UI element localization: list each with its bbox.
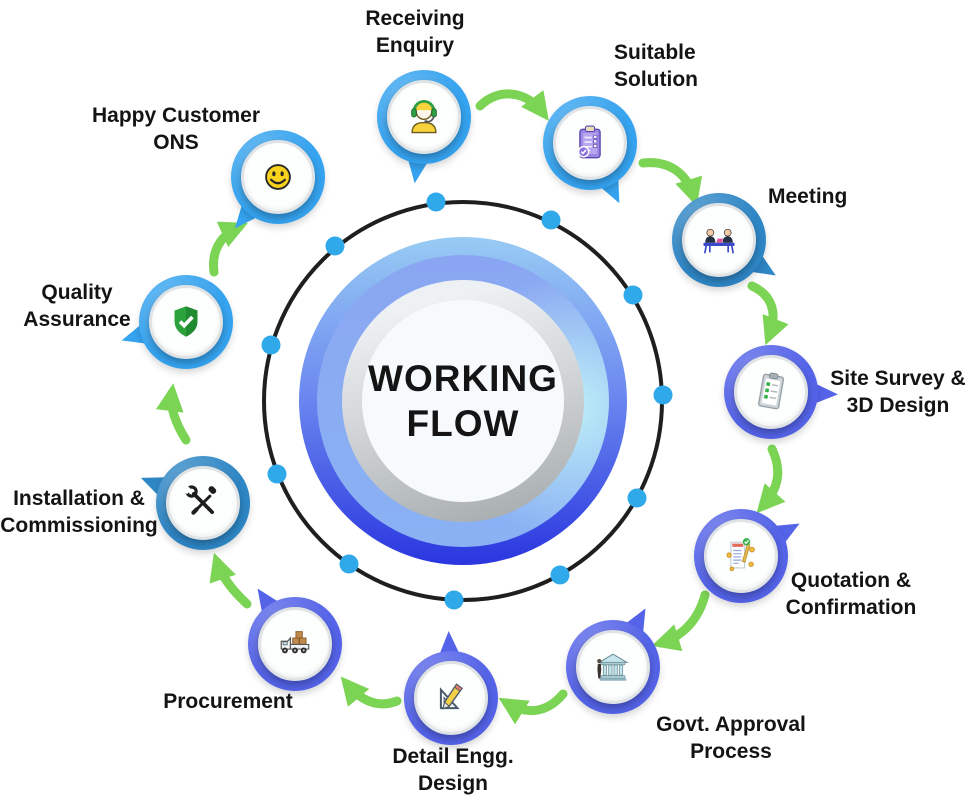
orbit-dot — [267, 464, 287, 484]
happy-smiley-icon — [265, 164, 291, 190]
tools-icon — [182, 485, 217, 515]
label-detail-engg-design: Detail Engg. Design — [386, 743, 520, 797]
label-line: Process — [690, 740, 772, 763]
flow-arrow-6 — [498, 689, 568, 725]
orbit-dot — [325, 236, 345, 256]
orbit-dot — [339, 554, 359, 574]
icon-circle — [682, 203, 756, 277]
icon-circle — [576, 630, 650, 704]
orbit-dot — [627, 488, 647, 508]
label-line: Meeting — [768, 185, 848, 208]
step-happy-customer — [231, 130, 325, 224]
icon-circle — [734, 355, 808, 429]
label-line: Receiving — [365, 7, 465, 30]
center-circle: WORKING FLOW — [362, 300, 564, 502]
step-govt-approval — [566, 620, 660, 714]
orbit-dot — [444, 590, 464, 610]
center-title-line2: FLOW — [406, 403, 520, 444]
label-govt-approval: Govt. Approval Process — [656, 711, 806, 765]
orbit-dot — [623, 285, 643, 305]
flow-arrow-10 — [208, 221, 248, 277]
headset-agent-icon — [411, 100, 437, 134]
step-meeting — [672, 193, 766, 287]
label-line: Detail Engg. — [392, 745, 514, 768]
step-suitable-solution — [543, 96, 637, 190]
step-receiving-enquiry — [377, 70, 471, 164]
orbit-dot — [261, 335, 281, 355]
flow-arrow-7 — [340, 676, 402, 709]
label-line: Govt. Approval — [656, 713, 806, 736]
label-line: Solution — [614, 68, 698, 91]
icon-circle — [414, 661, 488, 735]
icon-circle — [149, 285, 223, 359]
label-receiving-enquiry: Receiving Enquiry — [310, 5, 520, 59]
label-line: Suitable — [614, 41, 696, 64]
flow-arrow-5 — [651, 590, 710, 652]
label-line: Site Survey & — [830, 367, 966, 390]
flow-arrow-9 — [155, 383, 191, 445]
step-site-survey — [724, 345, 818, 439]
label-site-survey: Site Survey & 3D Design — [830, 365, 966, 419]
label-line: Procurement — [163, 690, 293, 713]
icon-circle — [241, 140, 315, 214]
label-happy-customer: Happy Customer ONS — [90, 102, 262, 156]
icon-circle — [258, 607, 332, 681]
label-line: 3D Design — [846, 394, 950, 417]
flow-arrow-8 — [209, 552, 252, 609]
orbit-dot — [541, 210, 561, 230]
procurement-truck-icon — [280, 631, 310, 654]
label-line: Happy Customer — [91, 104, 261, 127]
step-quotation — [694, 509, 788, 603]
label-line: Quotation & — [790, 569, 912, 592]
label-line: Installation & — [13, 487, 145, 510]
icon-circle — [553, 106, 627, 180]
quotation-invoice-icon — [726, 538, 755, 572]
meeting-icon — [703, 228, 735, 254]
label-line: Assurance — [23, 308, 131, 331]
survey-clipboard-icon — [758, 372, 785, 410]
flow-arrow-1 — [475, 89, 549, 121]
icon-circle — [387, 80, 461, 154]
flow-arrow-3 — [747, 281, 789, 346]
center-title: WORKING FLOW — [368, 356, 558, 446]
label-procurement: Procurement — [138, 688, 318, 715]
icon-circle — [704, 519, 778, 593]
flow-arrow-4 — [756, 444, 786, 514]
label-line: Design — [417, 772, 488, 795]
label-meeting: Meeting — [768, 183, 918, 210]
step-quality-assurance — [139, 275, 233, 369]
label-suitable-solution: Suitable Solution — [614, 39, 784, 93]
center-title-line1: WORKING — [368, 357, 558, 399]
checklist-clipboard-icon — [577, 125, 601, 159]
label-quotation: Quotation & Confirmation — [784, 567, 918, 621]
icon-circle — [166, 466, 240, 540]
step-detail-engg-design — [404, 651, 498, 745]
label-installation: Installation & Commissioning — [0, 485, 158, 539]
govt-building-icon — [597, 653, 629, 681]
label-line: Confirmation — [785, 596, 917, 619]
orbit-dot — [653, 385, 673, 405]
flow-arrow-2 — [638, 158, 703, 207]
orbit-dot — [550, 565, 570, 585]
label-line: ONS — [153, 131, 199, 154]
label-quality-assurance: Quality Assurance — [18, 279, 136, 333]
step-procurement — [248, 597, 342, 691]
label-line: Quality — [41, 281, 113, 304]
label-line: Enquiry — [375, 34, 455, 57]
label-line: Commissioning — [0, 514, 158, 537]
quality-shield-icon — [174, 306, 198, 337]
engineering-design-icon — [439, 683, 463, 710]
step-installation — [156, 456, 250, 550]
orbit-dot — [426, 192, 446, 212]
